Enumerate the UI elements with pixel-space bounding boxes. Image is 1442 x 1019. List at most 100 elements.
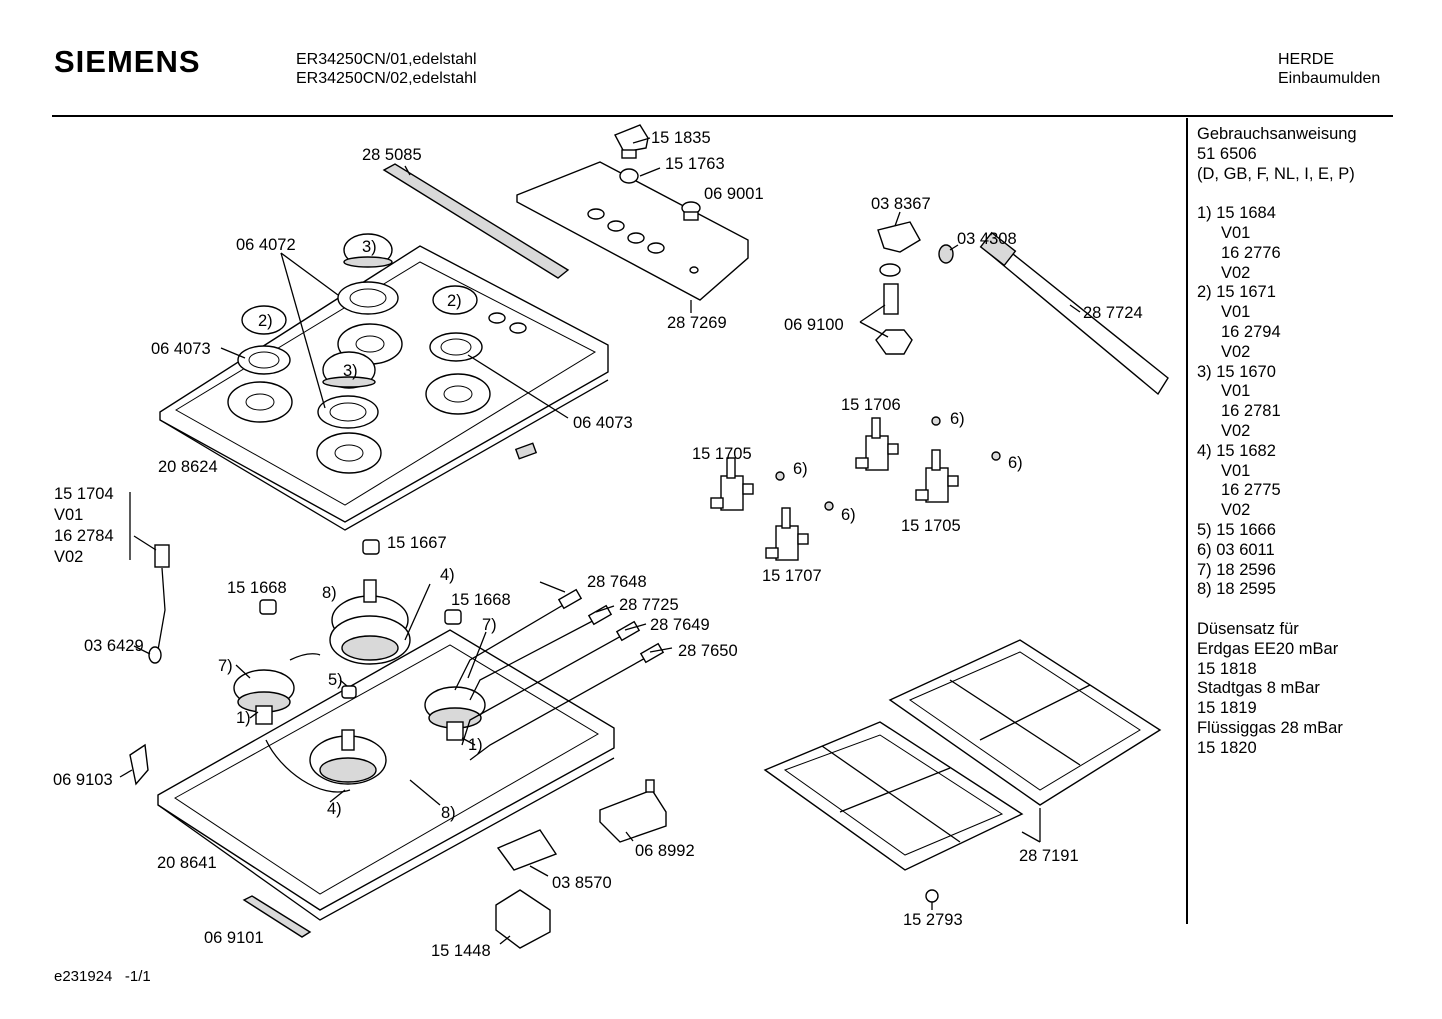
label-038367: 03 8367 bbox=[871, 195, 931, 213]
control-panel bbox=[516, 161, 749, 301]
label-162784: 16 2784 bbox=[54, 527, 114, 545]
marker-2-a: 2) bbox=[258, 312, 273, 330]
label-064073-b: 06 4073 bbox=[573, 414, 633, 432]
control-knob bbox=[614, 124, 701, 221]
nozzle-line: 15 1820 bbox=[1197, 738, 1257, 757]
model-line-1: ER34250CN/01,edelstahl bbox=[296, 51, 477, 68]
label-151448: 15 1448 bbox=[431, 942, 491, 960]
leader-lines-lower bbox=[119, 492, 673, 945]
footnote-line: 16 2781 bbox=[1221, 402, 1281, 421]
label-287724: 28 7724 bbox=[1083, 304, 1143, 322]
header-divider bbox=[52, 115, 1393, 117]
nozzle-line: Flüssiggas 28 mBar bbox=[1197, 718, 1343, 737]
drawing-number: e231924 bbox=[54, 968, 113, 985]
sidebar-notes: Gebrauchsanweisung 51 6506 (D, GB, F, NL… bbox=[1197, 125, 1357, 759]
category-line-1: HERDE bbox=[1278, 51, 1335, 68]
label-068992: 06 8992 bbox=[635, 842, 695, 860]
footnote-line: V01 bbox=[1221, 461, 1251, 480]
gas-tubes bbox=[265, 588, 665, 793]
label-v01: V01 bbox=[54, 506, 83, 524]
marker-2-b: 2) bbox=[447, 292, 462, 310]
nozzle-line: 15 1819 bbox=[1197, 699, 1257, 718]
footnote-line: 6) 03 6011 bbox=[1197, 540, 1275, 559]
label-064073-a: 06 4073 bbox=[151, 340, 211, 358]
label-038570: 03 8570 bbox=[552, 874, 612, 892]
rail-bar bbox=[382, 163, 570, 279]
marker-6-a: 6) bbox=[793, 460, 808, 478]
label-151763: 15 1763 bbox=[665, 155, 725, 173]
burner-caps bbox=[237, 233, 527, 429]
nozzle-line: 15 1818 bbox=[1197, 659, 1257, 678]
label-208641: 20 8641 bbox=[157, 854, 217, 872]
small-clip bbox=[514, 442, 538, 460]
footnote-line: 16 2776 bbox=[1221, 243, 1281, 262]
label-285085: 28 5085 bbox=[362, 146, 422, 164]
base-tray bbox=[157, 629, 615, 921]
marker-3-a: 3) bbox=[362, 238, 377, 256]
footnote-line: 5) 15 1666 bbox=[1197, 520, 1276, 539]
label-064072: 06 4072 bbox=[236, 236, 296, 254]
marker-8-a: 8) bbox=[322, 584, 337, 602]
marker-7-a: 7) bbox=[482, 616, 497, 634]
model-line-2: ER34250CN/02,edelstahl bbox=[296, 70, 477, 87]
label-151667: 15 1667 bbox=[387, 534, 447, 552]
marker-6-c: 6) bbox=[950, 410, 965, 428]
footnote-line: V01 bbox=[1221, 303, 1251, 322]
marker-8-b: 8) bbox=[441, 804, 456, 822]
marker-6-d: 6) bbox=[1008, 454, 1023, 472]
label-v02: V02 bbox=[54, 548, 83, 566]
leader-lines bbox=[220, 137, 692, 419]
gas-inlet-fittings bbox=[875, 221, 1169, 396]
label-287648: 28 7648 bbox=[587, 573, 647, 591]
drawing-id: e231924 -1/1 bbox=[54, 968, 151, 985]
label-069101: 06 9101 bbox=[204, 929, 264, 947]
footnote-line: V02 bbox=[1221, 263, 1251, 282]
footnote-line: 8) 18 2595 bbox=[1197, 580, 1276, 599]
nozzle-line: Erdgas EE20 mBar bbox=[1197, 639, 1339, 658]
marker-7-b: 7) bbox=[218, 657, 233, 675]
marker-6-b: 6) bbox=[841, 506, 856, 524]
label-151835: 15 1835 bbox=[651, 129, 711, 147]
nozzle-line: Stadtgas 8 mBar bbox=[1197, 679, 1320, 698]
marker-1-a: 1) bbox=[236, 709, 251, 727]
footnote-line: 1) 15 1684 bbox=[1197, 204, 1276, 223]
category-line-2: Einbaumulden bbox=[1278, 70, 1381, 87]
label-287269: 28 7269 bbox=[667, 314, 727, 332]
label-151704: 15 1704 bbox=[54, 485, 114, 503]
nozzle-title: Düsensatz für bbox=[1197, 619, 1299, 638]
valve-taps bbox=[710, 416, 1001, 561]
label-151707: 15 1707 bbox=[762, 567, 822, 585]
footnote-line: 4) 15 1682 bbox=[1197, 441, 1276, 460]
label-287725: 28 7725 bbox=[619, 596, 679, 614]
marker-3-b: 3) bbox=[343, 362, 358, 380]
page-number: -1/1 bbox=[124, 968, 151, 985]
marker-5: 5) bbox=[328, 671, 343, 689]
label-069103: 06 9103 bbox=[53, 771, 113, 789]
footnote-line: V01 bbox=[1221, 223, 1251, 242]
marker-4-b: 4) bbox=[327, 800, 342, 818]
footnote-line: 2) 15 1671 bbox=[1197, 283, 1276, 302]
footnote-line: 7) 18 2596 bbox=[1197, 560, 1276, 579]
category: HERDE Einbaumulden bbox=[1278, 50, 1380, 88]
label-151706: 15 1706 bbox=[841, 396, 901, 414]
small-lower-parts bbox=[129, 539, 667, 949]
model-list: ER34250CN/01,edelstahl ER34250CN/02,edel… bbox=[296, 50, 477, 88]
label-069100: 06 9100 bbox=[784, 316, 844, 334]
label-151705-a: 15 1705 bbox=[692, 445, 752, 463]
footnote-line: 16 2794 bbox=[1221, 322, 1281, 341]
label-152793: 15 2793 bbox=[903, 911, 963, 929]
marker-1-b: 1) bbox=[468, 736, 483, 754]
footnote-line: V02 bbox=[1221, 421, 1251, 440]
label-287191: 28 7191 bbox=[1019, 847, 1079, 865]
label-151668-b: 15 1668 bbox=[451, 591, 511, 609]
brand-logo: SIEMENS bbox=[54, 44, 201, 79]
label-287650: 28 7650 bbox=[678, 642, 738, 660]
label-151668-a: 15 1668 bbox=[227, 579, 287, 597]
pan-supports bbox=[763, 639, 1162, 910]
footnote-line: V02 bbox=[1221, 342, 1251, 361]
manual-languages: (D, GB, F, NL, I, E, P) bbox=[1197, 164, 1355, 183]
label-151705-b: 15 1705 bbox=[901, 517, 961, 535]
manual-number: 51 6506 bbox=[1197, 144, 1257, 163]
